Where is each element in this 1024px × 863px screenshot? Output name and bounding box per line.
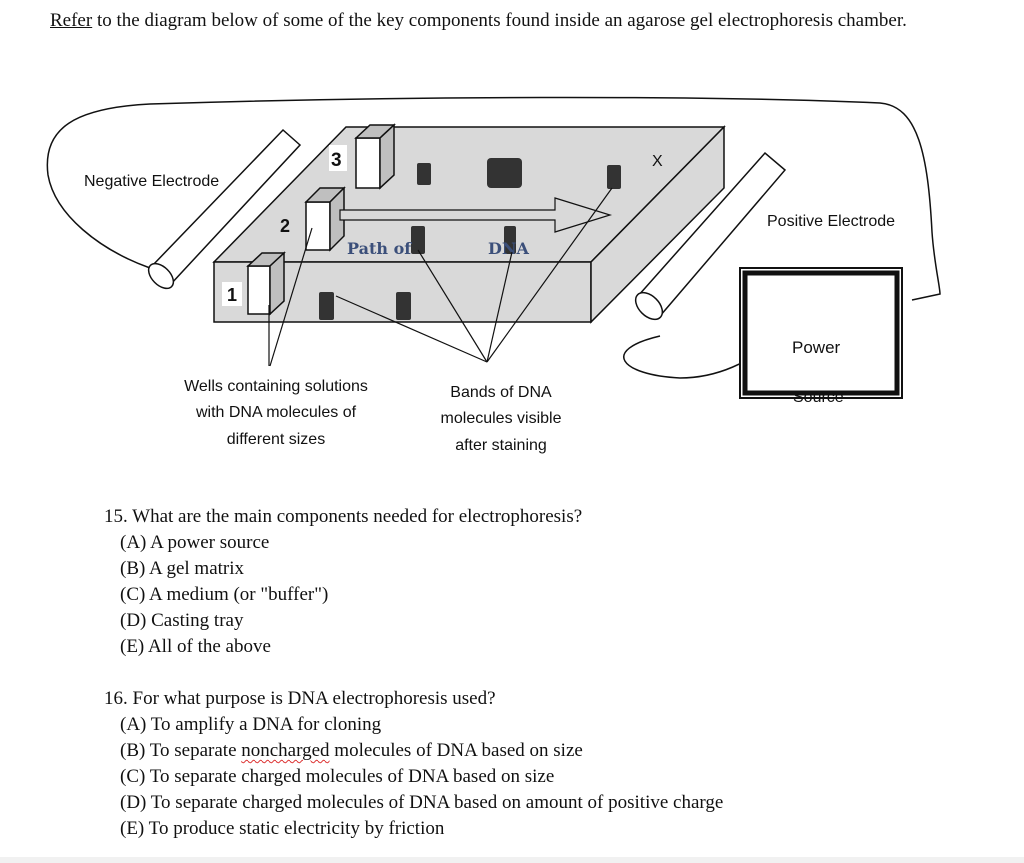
pointer-line xyxy=(486,187,613,363)
question-15-option-e: (E) All of the above xyxy=(120,636,271,657)
bands-caption: Bands of DNA molecules visible after sta… xyxy=(441,384,562,454)
electrophoresis-diagram: Path of DNA X 1 2 3 Negative Electrode P… xyxy=(46,96,941,454)
dna-band xyxy=(396,292,411,320)
wells-caption-line: different sizes xyxy=(227,431,325,448)
dna-band xyxy=(504,226,516,254)
power-source: Power Source xyxy=(739,267,903,406)
positive-electrode-label: Positive Electrode xyxy=(767,213,895,230)
dna-band xyxy=(607,165,621,189)
intro-rest: to the diagram below of some of the key … xyxy=(92,10,907,31)
marker-x: X xyxy=(652,153,663,170)
question-16-option-b: (B) To separate noncharged molecules of … xyxy=(120,738,723,764)
well-number-2: 2 xyxy=(280,216,290,236)
path-arrow xyxy=(339,197,613,233)
question-15-option-a: (A) A power source xyxy=(120,532,270,553)
question-15-option-d: (D) Casting tray xyxy=(120,610,244,631)
well-1 xyxy=(246,251,286,316)
dna-band xyxy=(319,292,334,320)
path-of-label: Path of xyxy=(347,239,412,258)
question-15-option-b: (B) A gel matrix xyxy=(120,558,245,579)
question-15: 15. What are the main components needed … xyxy=(104,504,582,660)
dna-band xyxy=(417,163,431,185)
well-number-1-box xyxy=(222,282,242,306)
bands-caption-line: after staining xyxy=(455,437,547,454)
well-2 xyxy=(304,186,346,252)
wells-caption-line: Wells containing solutions xyxy=(184,378,368,395)
negative-electrode-label: Negative Electrode xyxy=(84,173,219,190)
option-b-suffix: molecules of DNA based on size xyxy=(329,740,583,761)
bottom-divider xyxy=(0,857,1024,863)
spellcheck-word: noncharged xyxy=(241,740,330,761)
bands-caption-line: Bands of DNA xyxy=(450,384,552,401)
negative-electrode-rod xyxy=(147,128,302,290)
question-15-option-c: (C) A medium (or "buffer") xyxy=(120,584,329,605)
dna-band xyxy=(411,226,425,254)
wells-caption-line: with DNA molecules of xyxy=(195,404,357,421)
wire xyxy=(46,96,941,301)
bands-caption-line: molecules visible xyxy=(441,410,562,427)
dna-band xyxy=(487,158,522,188)
question-16-option-c: (C) To separate charged molecules of DNA… xyxy=(120,766,555,787)
option-b-prefix: (B) To separate xyxy=(120,740,242,761)
pointer-line xyxy=(269,227,313,367)
well-number-3: 3 xyxy=(331,150,342,171)
pointer-line xyxy=(486,251,513,363)
question-16-stem: 16. For what purpose is DNA electrophore… xyxy=(104,688,496,709)
question-16-option-a: (A) To amplify a DNA for cloning xyxy=(120,714,382,735)
well-3 xyxy=(354,123,396,190)
positive-electrode-rod xyxy=(634,151,787,321)
power-label: Power xyxy=(792,338,841,357)
wells-caption: Wells containing solutions with DNA mole… xyxy=(184,378,368,448)
well-number-1: 1 xyxy=(227,285,237,305)
intro-text: Refer to the diagram below of some of th… xyxy=(50,6,970,35)
pointer-line xyxy=(335,295,488,363)
question-16: 16. For what purpose is DNA electrophore… xyxy=(104,686,723,842)
pointer-line xyxy=(417,249,488,363)
question-16-option-e: (E) To produce static electricity by fri… xyxy=(120,818,445,839)
question-15-stem: 15. What are the main components needed … xyxy=(104,506,583,527)
well-number-3-box xyxy=(329,145,347,171)
question-16-option-d: (D) To separate charged molecules of DNA… xyxy=(120,792,724,813)
dna-label: DNA xyxy=(488,239,530,258)
refer-word: Refer xyxy=(50,10,93,31)
